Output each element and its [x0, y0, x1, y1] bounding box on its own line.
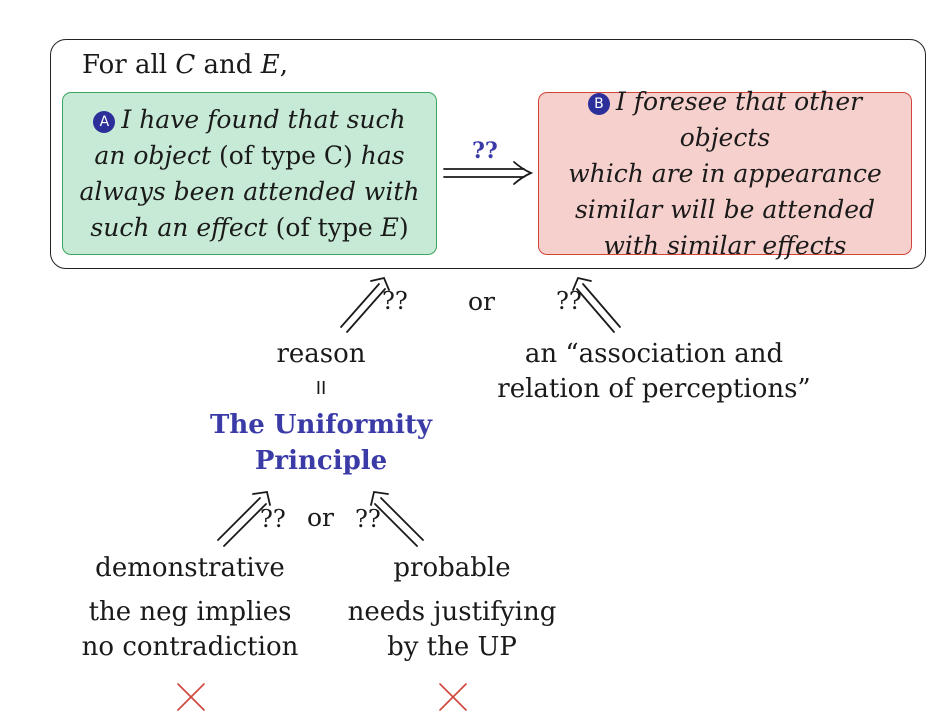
probable-label: probable: [393, 553, 511, 583]
demonstrative-note-line1: the neg implies: [88, 597, 292, 627]
equals-sign: II: [315, 378, 327, 399]
association-question-mark: ??: [556, 287, 582, 315]
demonstrative-note-line2: no contradiction: [81, 632, 299, 662]
demonstrative-question-mark: ??: [260, 505, 286, 533]
probable-note-line1: needs justifying: [347, 597, 557, 627]
rejection-cross-icon: [439, 683, 467, 711]
quantifier-label: For all C and E,: [82, 50, 288, 80]
association-to-b-arrow: [572, 276, 621, 333]
probable-to-up-arrow: [370, 490, 424, 547]
rejection-cross-icon: [177, 683, 205, 711]
or-connector: or: [468, 287, 496, 316]
reason-to-a-arrow: [340, 276, 390, 333]
uniformity-principle-line1: The Uniformity: [209, 410, 433, 440]
uniformity-principle-line2: Principle: [254, 446, 388, 476]
probable-note-line2: by the UP: [387, 632, 517, 662]
association-label-line1: an “association and: [524, 339, 784, 369]
implication-question-label: ??: [472, 138, 498, 164]
or-connector-lower: or: [307, 503, 335, 532]
hypothesis-frame: [50, 39, 926, 269]
demonstrative-label: demonstrative: [95, 553, 285, 583]
badge-a: A: [93, 110, 116, 133]
demonstrative-to-up-arrow: [217, 490, 271, 547]
reason-label: reason: [276, 339, 366, 369]
association-label-line2: relation of perceptions”: [497, 374, 811, 404]
implication-arrow-a-to-b: [443, 161, 534, 185]
badge-b: B: [587, 92, 610, 115]
probable-question-mark: ??: [355, 505, 381, 533]
reason-question-mark: ??: [382, 287, 408, 315]
